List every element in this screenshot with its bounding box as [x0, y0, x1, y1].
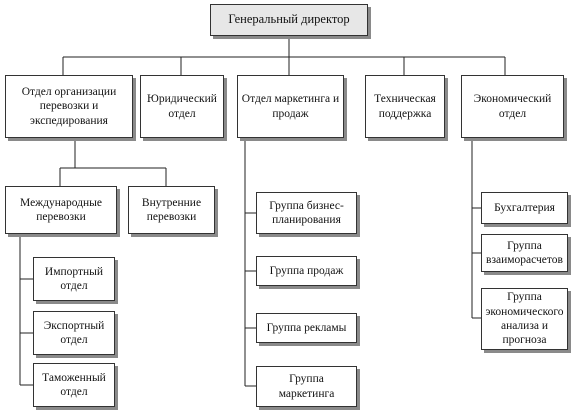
settlements-group-box: Группа взаиморасчетов [481, 234, 568, 272]
marketing-group-box: Группа маркетинга [256, 366, 357, 407]
customs-dept-box: Таможенный отдел [33, 363, 115, 407]
ceo-box: Генеральный директор [210, 4, 368, 36]
business-planning-group-box: Группа бизнес-планирования [256, 192, 357, 234]
export-dept-box: Экспортный отдел [33, 311, 115, 355]
dept-transport-box: Отдел организации перевозки и экспедиров… [5, 75, 133, 138]
dept-legal-box: Юридический отдел [140, 75, 224, 138]
dept-marketing-box: Отдел маркетинга и продаж [237, 75, 344, 138]
dept-tech-support-box: Техническая поддержка [365, 75, 445, 138]
economic-analysis-group-box: Группа экономического анализа и прогноза [481, 288, 568, 350]
international-transport-box: Международные перевозки [5, 186, 117, 234]
advertising-group-box: Группа рекламы [256, 313, 357, 343]
sales-group-box: Группа продаж [256, 256, 357, 286]
accounting-box: Бухгалтерия [481, 192, 568, 224]
dept-economic-box: Экономический отдел [461, 75, 564, 138]
import-dept-box: Импортный отдел [33, 257, 115, 301]
domestic-transport-box: Внутренние перевозки [128, 186, 215, 234]
